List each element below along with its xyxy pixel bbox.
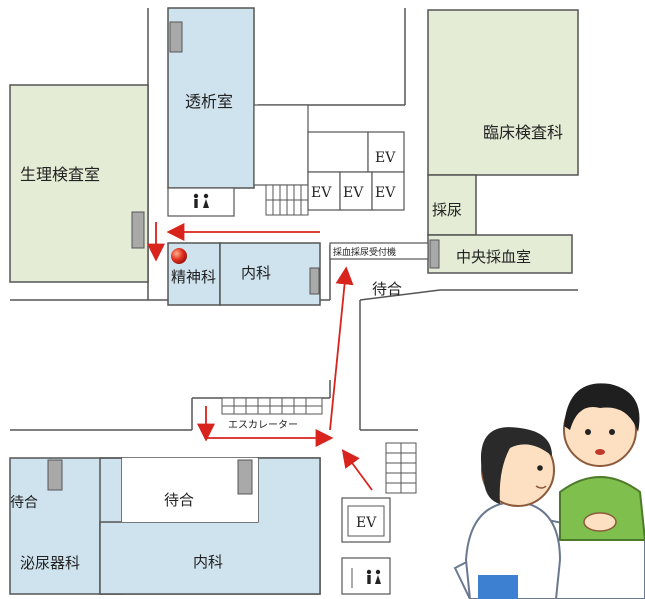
route-arrow-icon [147,222,373,491]
door [429,239,440,269]
stairs-upper [265,184,309,216]
label-clinical-lab: 臨床検査科 [483,123,563,142]
door [47,459,63,491]
label-urine-collection: 採尿 [432,201,462,219]
label-ev-4: EV [375,185,396,201]
room-internal-medicine-upper [219,242,321,306]
label-ev-5: EV [356,515,377,531]
elevator-cab [347,505,385,537]
label-physiology-lab: 生理検査室 [20,165,100,184]
door [169,21,183,53]
room-clinical-lab [427,9,579,176]
restroom-icon [366,569,381,584]
corridor-block [253,104,309,186]
door [237,459,253,495]
room-restroom-upper [167,187,235,217]
label-internal-medicine-upper: 内科 [241,264,271,282]
waiting-mid-area [122,458,258,522]
room-blood-collection [427,234,573,274]
label-internal-medicine-lower: 内科 [193,553,223,571]
room-restroom-lower [341,557,391,595]
label-waiting-mid: 待合 [164,491,194,509]
label-escalator: エスカレーター [228,419,298,431]
door [309,267,320,295]
label-ev-3: EV [343,185,364,201]
walls-lower [10,380,418,431]
doctor-patient-illustration [453,383,645,599]
label-ev-1: EV [375,150,396,166]
room-physiology-lab [9,84,149,283]
location-marker-icon [171,248,187,264]
label-ev-2: EV [311,185,332,201]
elevator-block [307,131,405,211]
restroom-icon [193,193,209,208]
label-blood-collection: 中央採血室 [456,248,531,266]
label-dialysis: 透析室 [185,92,233,111]
escalator [221,397,323,415]
label-waiting-upper: 待合 [372,280,402,298]
label-urology: 泌尿器科 [20,554,80,572]
label-reception-machine: 採血採尿受付機 [333,246,396,258]
reception-machine [329,242,429,260]
label-psychiatry: 精神科 [171,268,216,286]
door [131,211,145,249]
stairs-lower [385,442,417,494]
label-waiting-left: 待合 [10,495,38,511]
